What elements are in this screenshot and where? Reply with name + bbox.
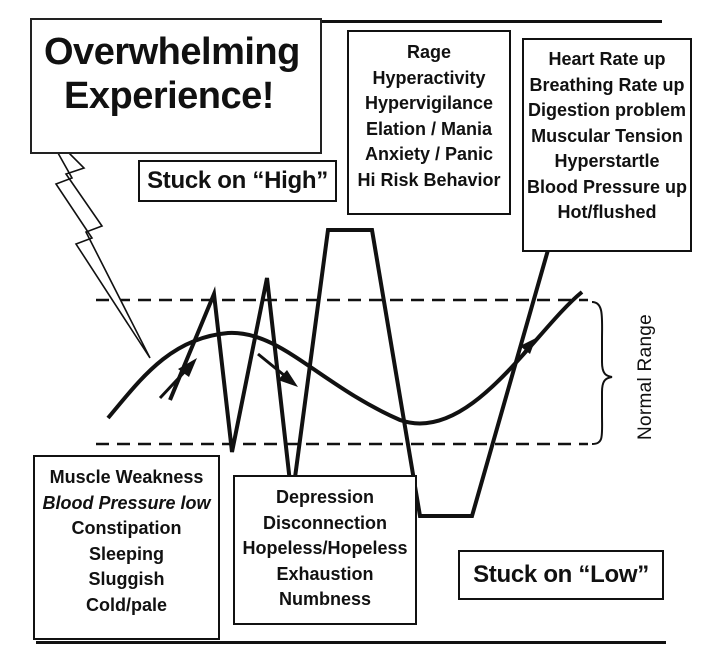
high-physical-item: Blood Pressure up (526, 176, 688, 197)
arrow-head-left-icon (178, 358, 197, 377)
low-physical-item: Blood Pressure low (42, 492, 211, 513)
high-emotional-list: Rage Hyperactivity Hypervigilance Elatio… (347, 40, 511, 193)
high-physical-item: Hyperstartle (554, 151, 660, 171)
title-line-2: Experience! (64, 75, 274, 117)
low-physical-item: Sleeping (88, 543, 164, 564)
low-emotional-item: Exhaustion (276, 563, 374, 584)
high-physical-item: Hot/flushed (557, 202, 657, 222)
regulated-wave-curve (106, 290, 584, 426)
arrow-head-middle-icon (278, 370, 298, 387)
high-emotional-item: Anxiety / Panic (364, 144, 494, 164)
high-emotional-item: Hyperactivity (372, 67, 486, 88)
high-physical-item: Heart Rate up (548, 49, 666, 69)
low-emotional-item: Hopeless/Hopeless (242, 538, 408, 558)
low-physical-item: Sluggish (88, 569, 165, 589)
high-physical-item: Digestion problem (527, 100, 686, 120)
stuck-low-label: Stuck on “Low” (473, 561, 649, 588)
high-emotional-item: Hi Risk Behavior (357, 169, 501, 190)
stuck-high-box: Stuck on “High” (138, 160, 337, 202)
high-physical-item: Muscular Tension (531, 125, 683, 146)
title-line-1: Overwhelming (44, 31, 300, 73)
lightning-bolt-icon (43, 127, 151, 359)
high-physical-item: Breathing Rate up (529, 74, 685, 95)
low-emotional-box (233, 475, 417, 625)
dysregulated-zigzag-line (168, 228, 554, 518)
normal-range-label: Normal Range (635, 313, 656, 441)
low-emotional-item: Disconnection (262, 512, 387, 533)
low-physical-box (33, 455, 220, 640)
high-emotional-box (347, 30, 511, 215)
low-physical-item: Muscle Weakness (49, 467, 204, 487)
low-physical-item: Cold/pale (85, 594, 167, 615)
high-emotional-item: Elation / Mania (365, 118, 493, 139)
high-emotional-item: Rage (406, 42, 451, 62)
low-emotional-item: Depression (275, 487, 375, 507)
title-box (30, 18, 322, 154)
normal-range-brace (591, 301, 613, 445)
low-emotional-item: Numbness (278, 589, 372, 609)
bottom-rule (36, 641, 666, 644)
low-physical-item: Constipation (71, 518, 182, 538)
stuck-low-box: Stuck on “Low” (458, 550, 664, 600)
high-physical-list: Heart Rate up Breathing Rate up Digestio… (522, 47, 692, 226)
high-physical-box (522, 38, 692, 252)
top-rule (32, 20, 662, 23)
diagram-title: Overwhelming Experience! (44, 30, 300, 118)
low-physical-list: Muscle Weakness Blood Pressure low Const… (33, 465, 220, 618)
low-emotional-list: Depression Disconnection Hopeless/Hopele… (233, 485, 417, 613)
arrow-head-right-icon (520, 338, 536, 354)
high-emotional-item: Hypervigilance (364, 93, 494, 113)
stuck-high-label: Stuck on “High” (147, 167, 328, 194)
